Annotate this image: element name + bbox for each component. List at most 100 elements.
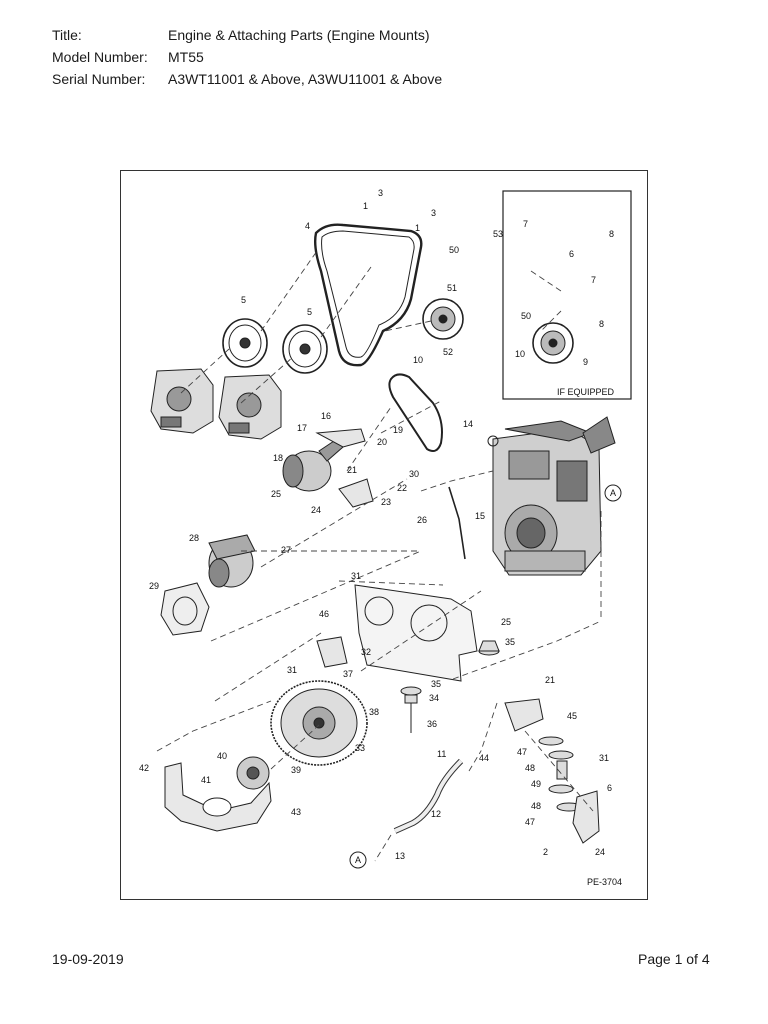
alternator-18 <box>282 438 344 492</box>
callout: 6 <box>569 249 574 259</box>
callout: 48 <box>525 763 535 773</box>
dipstick-15 <box>448 486 466 560</box>
belt-4 <box>313 223 423 367</box>
starter-28 <box>208 534 256 588</box>
callout: 40 <box>217 751 227 761</box>
reference-marker-a-top <box>604 484 622 502</box>
serial-value: A3WT11001 & Above, A3WU11001 & Above <box>168 71 443 87</box>
callout: 25 <box>271 489 281 499</box>
callout: 46 <box>319 609 329 619</box>
callout: 26 <box>417 515 427 525</box>
callout: 1 <box>415 223 420 233</box>
callout: 21 <box>545 675 555 685</box>
callout: 52 <box>443 347 453 357</box>
callout: 7 <box>591 275 596 285</box>
callout-labels: 3 1 3 1 7 53 4 8 6 50 51 7 50 8 5 5 10 5… <box>139 188 622 887</box>
belt-14 <box>388 373 443 452</box>
callout: 23 <box>381 497 391 507</box>
callout: 3 <box>431 208 436 218</box>
callout: 24 <box>595 847 605 857</box>
callout: 30 <box>409 469 419 479</box>
callout: 27 <box>281 545 291 555</box>
callout: 20 <box>377 437 387 447</box>
callout: A <box>610 488 616 498</box>
pulley-5-right <box>282 324 328 374</box>
callout: 39 <box>291 765 301 775</box>
callout: 5 <box>241 295 246 305</box>
callout: 19 <box>393 425 403 435</box>
pulley-5-left <box>222 318 268 368</box>
callout: 50 <box>449 245 459 255</box>
model-value: MT55 <box>168 49 204 65</box>
callout: 47 <box>525 817 535 827</box>
mount-stack <box>538 736 582 812</box>
callout: 36 <box>427 719 437 729</box>
callout: 7 <box>523 219 528 229</box>
title-label: Title: <box>52 27 82 43</box>
parts-diagram-svg: 3 1 3 1 7 53 4 8 6 50 51 7 50 8 5 5 10 5… <box>139 188 632 887</box>
callout: 5 <box>307 307 312 317</box>
callout: 25 <box>501 617 511 627</box>
idler-pulley-52 <box>422 298 464 340</box>
bracket-37 <box>316 636 348 668</box>
reference-marker-a-bottom <box>349 851 367 869</box>
callout: 3 <box>378 188 383 198</box>
callout: 31 <box>287 665 297 675</box>
callout: 9 <box>583 357 588 367</box>
footer-page: Page 1 of 4 <box>638 951 710 967</box>
callout: 18 <box>273 453 283 463</box>
callout: 34 <box>429 693 439 703</box>
callout: 32 <box>361 647 371 657</box>
callout: 48 <box>531 801 541 811</box>
callout: 51 <box>447 283 457 293</box>
callout: 42 <box>139 763 149 773</box>
callout: 13 <box>395 851 405 861</box>
callout: 31 <box>599 753 609 763</box>
callout: 12 <box>431 809 441 819</box>
callout: 17 <box>297 423 307 433</box>
callout: 35 <box>431 679 441 689</box>
callout: 8 <box>599 319 604 329</box>
callout: 4 <box>305 221 310 231</box>
bracket-2 <box>572 790 600 844</box>
engine-assembly <box>492 416 616 576</box>
callout: 45 <box>567 711 577 721</box>
callout: 33 <box>355 743 365 753</box>
callout: 38 <box>369 707 379 717</box>
inset-box <box>502 190 632 400</box>
callout: 8 <box>609 229 614 239</box>
callout: A <box>355 855 361 865</box>
coupling-40 <box>236 756 270 790</box>
mount-bracket-43 <box>164 762 272 832</box>
callout: 21 <box>347 465 357 475</box>
model-label: Model Number: <box>52 49 148 65</box>
idler-pulley-9 <box>532 322 574 364</box>
mount-35-right <box>478 640 500 656</box>
callout: 22 <box>397 483 407 493</box>
engine-plate-32 <box>354 584 478 682</box>
bracket-23 <box>338 478 374 508</box>
callout: 29 <box>149 581 159 591</box>
callout: 41 <box>201 775 211 785</box>
callout: 10 <box>515 349 525 359</box>
if-equipped-label: IF EQUIPPED <box>557 387 615 397</box>
figure-code: PE-3704 <box>587 877 622 887</box>
callout: 14 <box>463 419 473 429</box>
bracket-17 <box>315 428 366 448</box>
serial-label: Serial Number: <box>52 71 146 87</box>
callout: 43 <box>291 807 301 817</box>
callout: 47 <box>517 747 527 757</box>
title-value: Engine & Attaching Parts (Engine Mounts) <box>168 27 430 43</box>
callout: 11 <box>437 749 446 759</box>
hydraulic-pump-left <box>150 368 214 434</box>
callout: 24 <box>311 505 321 515</box>
callout: 10 <box>413 355 423 365</box>
parts-diagram: 3 1 3 1 7 53 4 8 6 50 51 7 50 8 5 5 10 5… <box>120 170 648 900</box>
callout: 37 <box>343 669 353 679</box>
callout: 50 <box>521 311 531 321</box>
callout: 28 <box>189 533 199 543</box>
footer-date: 19-09-2019 <box>52 951 124 967</box>
callout: 6 <box>607 783 612 793</box>
callout: 15 <box>475 511 485 521</box>
callout: 44 <box>479 753 489 763</box>
